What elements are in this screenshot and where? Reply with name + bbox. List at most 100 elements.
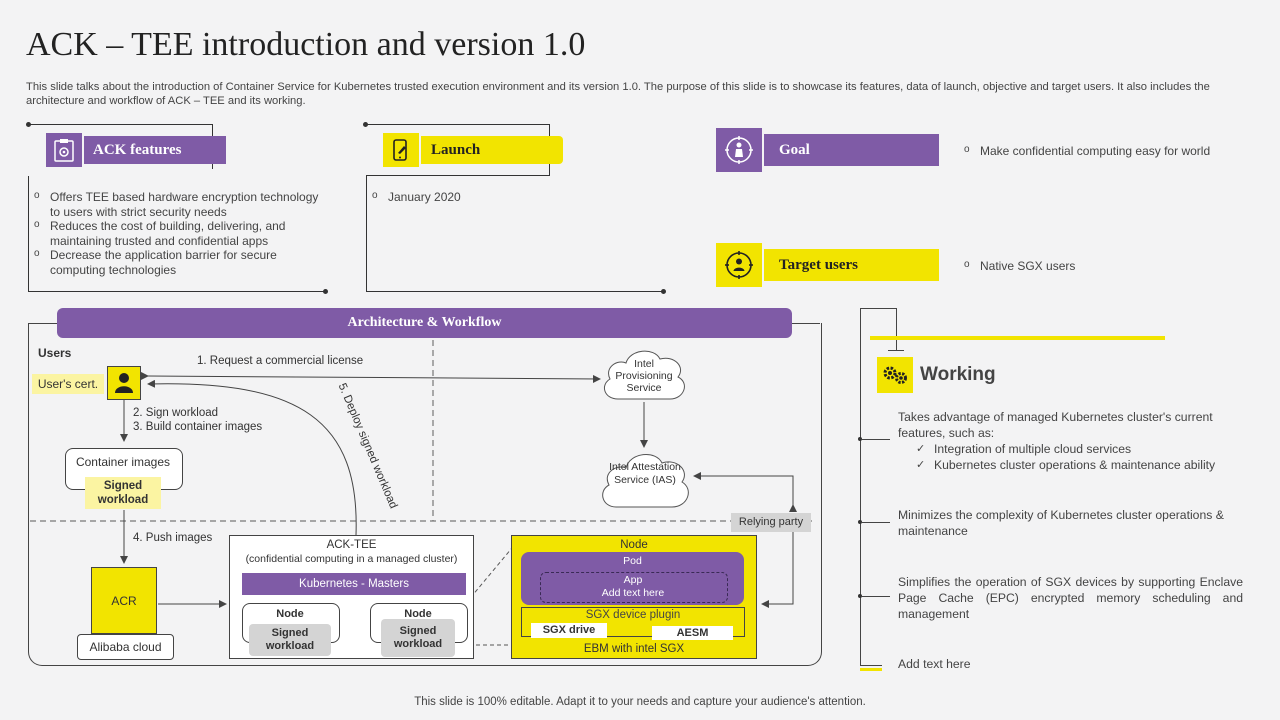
step3-label: 3. Build container images [133,421,263,433]
architecture-frame-top-left [28,323,58,324]
step4-label: 4. Push images [133,532,213,544]
working-item-4: Add text here [898,657,971,671]
working-icon-box [877,357,913,393]
target-users-header: Target users [764,249,939,281]
acr-label: ACR [111,593,137,608]
alibaba-cloud-box: Alibaba cloud [77,634,174,660]
node-label-1: Node [276,608,304,620]
intel-provisioning-cloud [603,350,685,400]
launch-icon-box [383,133,419,167]
list-item: Native SGX users [960,258,1260,274]
ack-features-title: ACK features [93,141,182,158]
goal-title: Goal [779,141,810,158]
frame-dot [323,289,328,294]
check-item: Kubernetes cluster operations & maintena… [916,457,1243,473]
timeline-connector [862,522,890,523]
relying-party-box: Relying party [731,513,811,532]
architecture-frame [28,323,822,666]
intel-attestation-cloud [602,454,689,508]
ack-features-icon-box [46,133,82,167]
k8s-masters-label: Kubernetes - Masters [299,578,409,590]
sgx-node-label: Node [620,539,648,551]
clipboard-gear-icon [54,139,74,162]
working-frame-left [860,308,861,666]
sgx-drive-box: SGX drive [531,623,607,638]
gears-icon [883,366,907,384]
list-item: Make confidential computing easy for wor… [960,143,1260,159]
step2-label: 2. Sign workload [133,407,219,419]
target-users-icon-box [716,243,762,287]
aesm-box: AESM [652,626,733,640]
working-item-1: Takes advantage of managed Kubernetes cl… [898,409,1243,473]
frame-dot [661,289,666,294]
launch-header: Launch [421,136,563,164]
list-item: Decrease the application barrier for sec… [30,247,320,277]
crosshair-user-icon [725,251,753,279]
timeline-connector [862,439,890,440]
node-signed-workload-1: Signed workload [249,624,331,656]
goal-text: Make confidential computing easy for wor… [960,143,1260,159]
ack-features-frame-bottom [28,176,327,292]
users-label: Users [38,346,72,360]
working-frame-bottom [860,665,882,666]
phone-rocket-icon [393,139,407,161]
goal-header: Goal [764,134,939,166]
pod-box [521,552,744,605]
deploy-curve [147,379,357,536]
sgx-plugin-box [521,607,745,637]
pod-label: Pod [623,555,642,567]
user-icon [115,373,133,393]
footer-note: This slide is 100% editable. Adapt it to… [414,696,866,708]
app-add-text: Add text here [601,587,665,599]
k8s-masters-bar: Kubernetes - Masters [242,573,466,595]
list-item: Offers TEE based hardware encryption tec… [30,189,320,219]
app-label: App [623,574,643,586]
working-tick [888,350,904,351]
list-item: Reduces the cost of building, delivering… [30,218,320,248]
ebm-label: EBM with intel SGX [583,643,685,655]
app-box [540,572,728,603]
ack-features-header: ACK features [84,136,226,164]
ack-tee-title: ACK-TEE [326,539,377,551]
signed-workload-chip: Signed workload [85,477,161,509]
architecture-header: Architecture & Workflow [57,308,792,338]
target-person-icon [725,136,753,164]
page-subtitle: This slide talks about the introduction … [26,81,1210,107]
rp-to-node-arrow [761,525,797,608]
list-item: January 2020 [368,189,648,205]
working-yellow-rule [870,336,1165,340]
ack-tee-subtitle: (confidential computing in a managed clu… [245,553,458,565]
frame-dot [363,122,368,127]
timeline-dot [858,520,862,524]
timeline-connector [862,596,890,597]
node-label-2: Node [404,608,432,620]
architecture-frame-top-right [790,323,820,324]
working-title: Working [920,364,996,385]
target-users-title: Target users [779,256,859,273]
working-item-text: Takes advantage of managed Kubernetes cl… [898,410,1213,440]
step1-arrow [140,371,601,383]
target-users-text: Native SGX users [960,258,1260,274]
user-icon-box [107,366,141,400]
timeline-dot [858,437,862,441]
container-images-label: Container images [75,455,171,469]
launch-list: January 2020 [368,189,648,205]
check-item: Integration of multiple cloud services [916,441,1243,457]
working-checklist: Integration of multiple cloud services K… [898,441,1243,473]
zoom-line [465,547,513,604]
architecture-title: Architecture & Workflow [347,315,502,330]
launch-title: Launch [431,141,481,158]
users-cert-label: User's cert. [32,374,104,394]
node-signed-workload-2: Signed workload [381,619,455,657]
working-item-3: Simplifies the operation of SGX devices … [898,575,1243,621]
working-yellow-rule-bottom [860,668,882,671]
ack-features-list: Offers TEE based hardware encryption tec… [30,189,320,277]
page-title: ACK – TEE introduction and version 1.0 [26,26,586,63]
working-item-2: Minimizes the complexity of Kubernetes c… [898,508,1224,538]
working-frame [860,308,897,351]
intel-attestation-label: Intel Attestation Service (IAS) [609,461,681,486]
launch-frame-bottom [366,176,665,292]
acr-box: ACR [91,567,157,634]
sgx-plugin-label: SGX device plugin [585,609,681,621]
intel-provisioning-label: Intel Provisioning Service [615,358,673,394]
